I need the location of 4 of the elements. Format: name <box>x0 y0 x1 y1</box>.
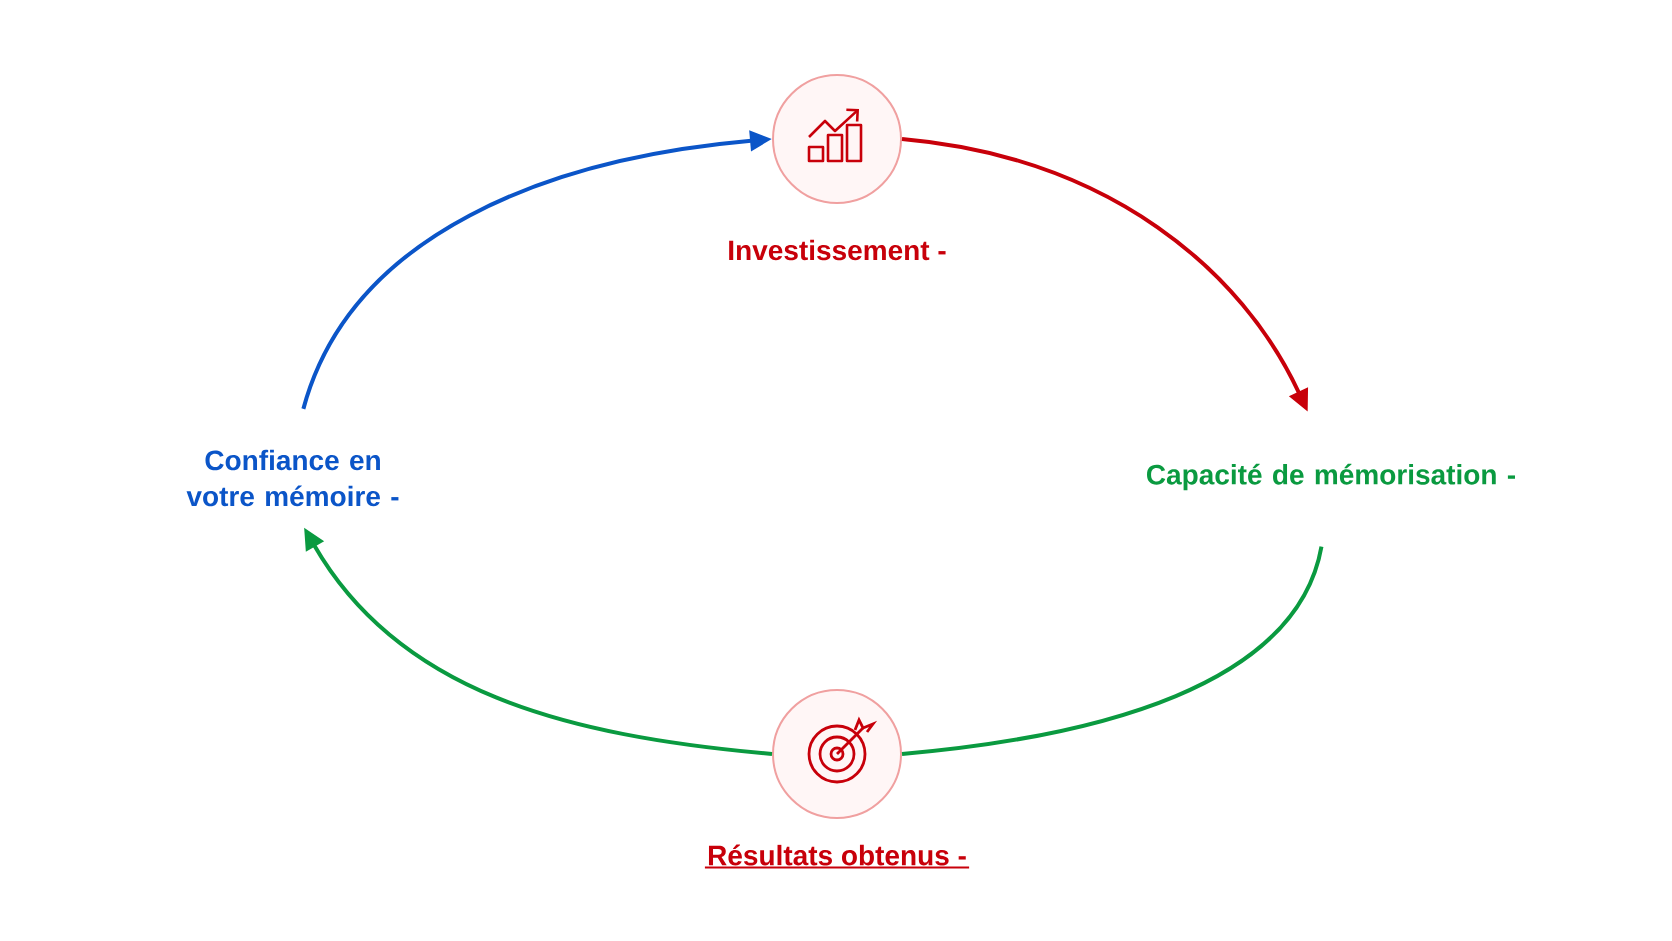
label: Résultats obtenus - <box>703 844 971 869</box>
label: Capacité de mémorisation - <box>1147 463 1515 491</box>
label: Investissement - <box>729 239 946 261</box>
label: Confiance en votre mémoire - <box>186 449 399 507</box>
